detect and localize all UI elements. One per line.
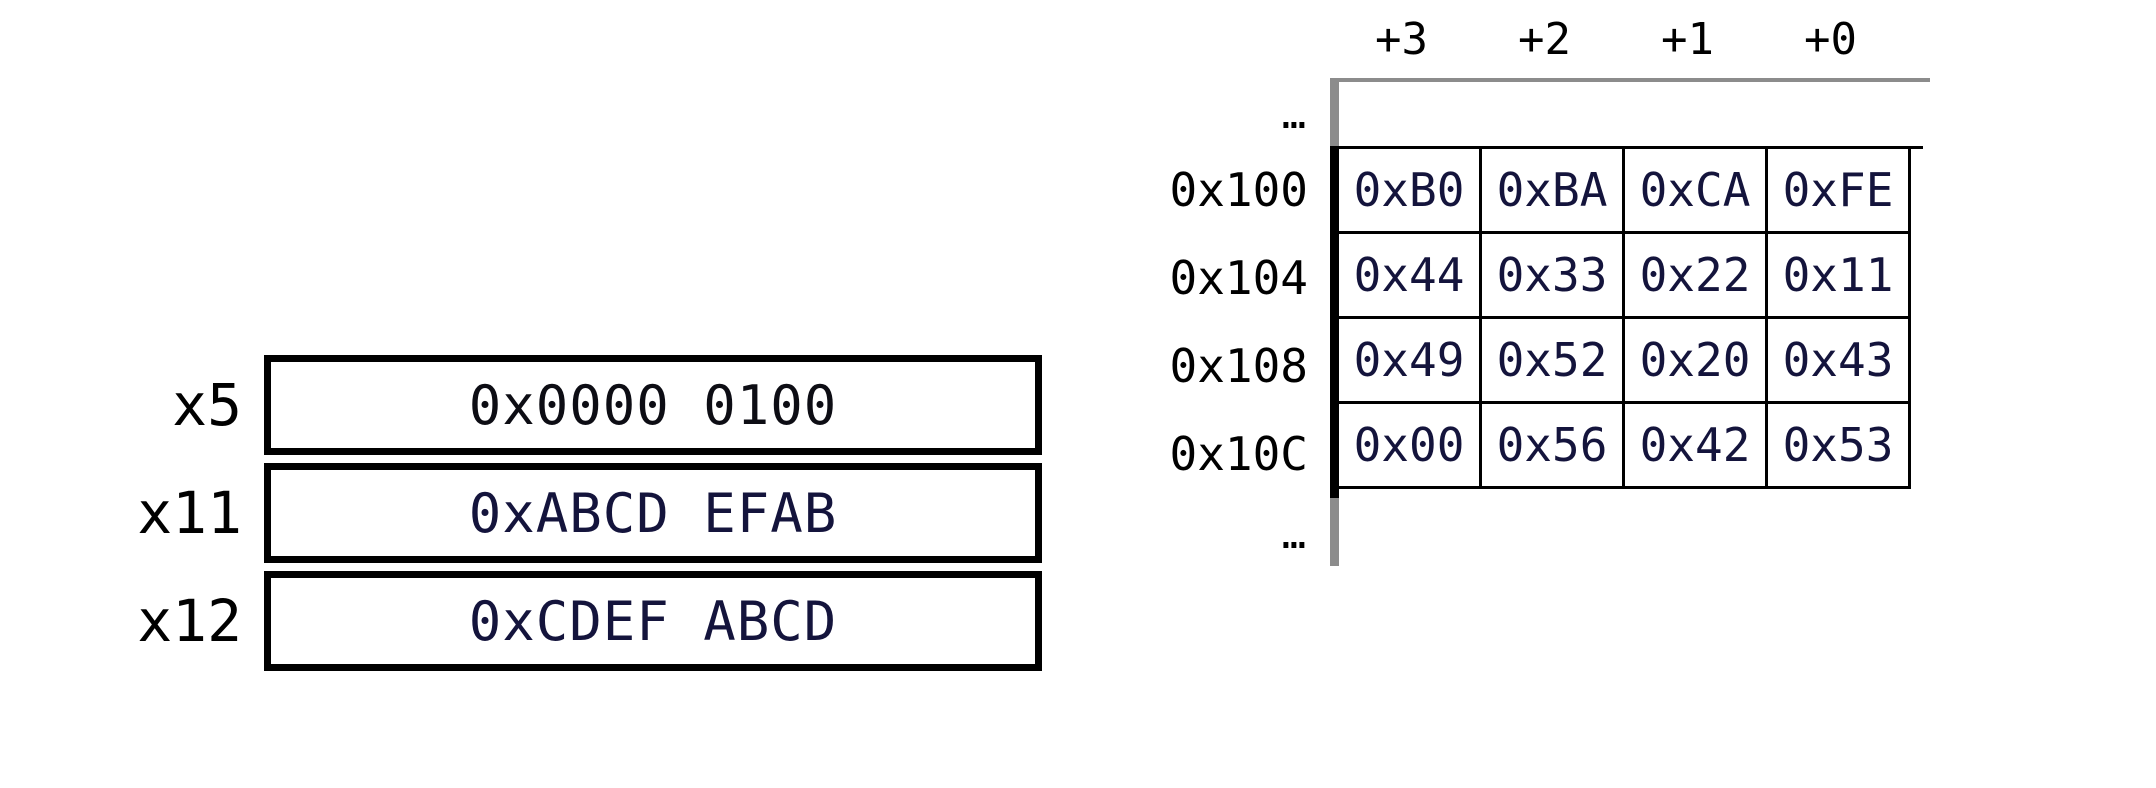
memory-row-0x104: 0x44 0x33 0x22 0x11 bbox=[1339, 234, 1923, 319]
register-value-x11: 0xABCD EFAB bbox=[468, 481, 838, 545]
memory-cell-0x10D: 0x42 bbox=[1625, 404, 1768, 489]
memory-row-0x10C: 0x00 0x56 0x42 0x53 bbox=[1339, 404, 1923, 489]
memory-cell-0x10F: 0x00 bbox=[1339, 404, 1482, 489]
memory-ellipsis-top-label: … bbox=[1281, 92, 1308, 138]
register-box-x12: 0xCDEF ABCD bbox=[264, 571, 1042, 671]
register-file: x5 0x0000 0100 x11 0xABCD EFAB x12 0xCDE… bbox=[0, 355, 1060, 679]
column-header-plus3: +3 bbox=[1375, 13, 1428, 65]
memory-row-0x108: 0x49 0x52 0x20 0x43 bbox=[1339, 319, 1923, 404]
register-value-x12: 0xCDEF ABCD bbox=[468, 589, 838, 653]
memory-body-wrapper: 0x100 0x104 0x108 0x10C 0xB0 0xBA 0xCA 0… bbox=[1140, 146, 1930, 498]
memory-cell-0x10C: 0x53 bbox=[1768, 404, 1911, 489]
register-name-x5: x5 bbox=[172, 371, 242, 439]
memory-cell-0x106: 0x33 bbox=[1482, 234, 1625, 319]
memory-ellipsis-bottom-label: … bbox=[1281, 512, 1308, 558]
register-box-x5: 0x0000 0100 bbox=[264, 355, 1042, 455]
memory-row-0x100: 0xB0 0xBA 0xCA 0xFE bbox=[1339, 149, 1923, 234]
memory-cell-0x10E: 0x56 bbox=[1482, 404, 1625, 489]
register-name-x12: x12 bbox=[137, 587, 242, 655]
memory-cell-0x100: 0xFE bbox=[1768, 149, 1911, 234]
memory-continuation-rule-bottom bbox=[1330, 498, 1914, 566]
column-header-plus2: +2 bbox=[1518, 13, 1571, 65]
memory-address-column: 0x100 0x104 0x108 0x10C bbox=[1140, 146, 1330, 498]
memory-address-0x108: 0x108 bbox=[1169, 339, 1308, 393]
memory-address-0x104: 0x104 bbox=[1169, 251, 1308, 305]
memory-continuation-bottom: … bbox=[1140, 498, 1930, 566]
register-row: x5 0x0000 0100 bbox=[0, 355, 1060, 455]
column-header-plus1: +1 bbox=[1661, 13, 1714, 65]
memory-continuation-rule-top bbox=[1330, 78, 1930, 146]
memory-cell-grid: 0xB0 0xBA 0xCA 0xFE 0x44 0x33 0x22 0x11 … bbox=[1330, 146, 1923, 498]
memory-cell-0x10B: 0x49 bbox=[1339, 319, 1482, 404]
register-row: x11 0xABCD EFAB bbox=[0, 463, 1060, 563]
memory-address-0x10C: 0x10C bbox=[1169, 427, 1308, 481]
memory-cell-0x108: 0x43 bbox=[1768, 319, 1911, 404]
memory-column-headers: +3 +2 +1 +0 bbox=[1330, 0, 1930, 78]
memory-address-0x100: 0x100 bbox=[1169, 163, 1308, 217]
register-box-x11: 0xABCD EFAB bbox=[264, 463, 1042, 563]
memory-cell-0x104: 0x11 bbox=[1768, 234, 1911, 319]
column-header-plus0: +0 bbox=[1804, 13, 1857, 65]
memory-continuation-top: … bbox=[1140, 78, 1930, 146]
memory-cell-0x109: 0x20 bbox=[1625, 319, 1768, 404]
memory-cell-0x107: 0x44 bbox=[1339, 234, 1482, 319]
register-row: x12 0xCDEF ABCD bbox=[0, 571, 1060, 671]
memory-table: +3 +2 +1 +0 … 0x100 0x104 0x108 0x10C 0x… bbox=[1140, 0, 1930, 566]
memory-cell-0x103: 0xB0 bbox=[1339, 149, 1482, 234]
register-value-x5: 0x0000 0100 bbox=[468, 373, 838, 437]
memory-cell-0x105: 0x22 bbox=[1625, 234, 1768, 319]
memory-cell-0x101: 0xCA bbox=[1625, 149, 1768, 234]
memory-cell-0x10A: 0x52 bbox=[1482, 319, 1625, 404]
memory-cell-0x102: 0xBA bbox=[1482, 149, 1625, 234]
register-name-x11: x11 bbox=[137, 479, 242, 547]
